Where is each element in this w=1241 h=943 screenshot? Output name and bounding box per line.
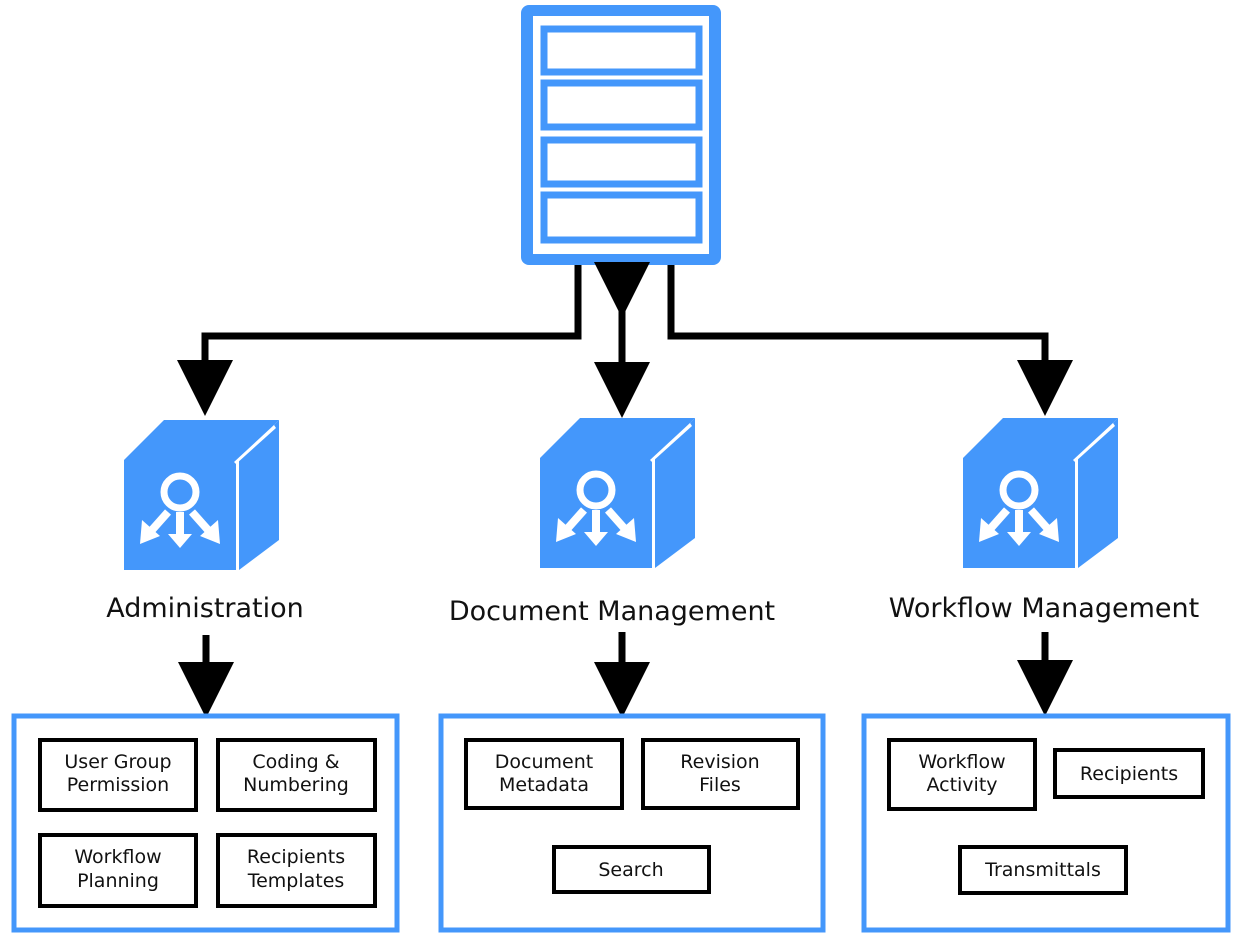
item-label-line2: Planning	[77, 870, 159, 892]
document-management-cube-icon	[540, 418, 695, 568]
item-label-line1: Recipients	[1080, 763, 1178, 785]
item-label-line1: Search	[598, 859, 663, 881]
administration-item-workflow-planning: Workflow Planning	[38, 833, 198, 908]
connector-to-workflow-management	[667, 265, 1073, 416]
item-label-line1: Recipients	[247, 846, 345, 868]
document-management-title: Document Management	[449, 596, 775, 627]
workflow-management-item-recipients: Recipients	[1053, 748, 1205, 799]
administration-cube-icon	[124, 420, 279, 570]
document-management-item-search: Search	[552, 845, 711, 894]
item-label-line1: Coding &	[252, 751, 339, 773]
item-label-line1: User Group	[64, 751, 171, 773]
item-label-line1: Revision	[680, 751, 759, 773]
administration-item-recipients-templates: Recipients Templates	[216, 833, 377, 908]
administration-item-coding-numbering: Coding & Numbering	[216, 738, 377, 812]
server-rack-icon	[521, 5, 721, 265]
workflow-management-cube-icon	[963, 418, 1118, 568]
document-management-item-revision-files: Revision Files	[641, 738, 800, 810]
administration-title: Administration	[106, 593, 304, 624]
item-label-line2: Numbering	[243, 774, 349, 796]
workflow-management-title: Workflow Management	[889, 593, 1199, 624]
administration-item-user-group-permission: User Group Permission	[38, 738, 198, 812]
item-label-line2: Metadata	[499, 774, 589, 796]
connector-to-administration	[177, 265, 582, 416]
item-label-line1: Workflow	[74, 846, 161, 868]
item-label-line2: Activity	[926, 774, 997, 796]
document-management-item-document-metadata: Document Metadata	[464, 738, 624, 810]
item-label-line2: Files	[699, 774, 741, 796]
workflow-management-item-transmittals: Transmittals	[958, 845, 1128, 895]
item-label-line1: Document	[495, 751, 593, 773]
workflow-management-item-workflow-activity: Workflow Activity	[887, 738, 1037, 811]
item-label-line2: Permission	[67, 774, 169, 796]
item-label-line1: Transmittals	[984, 859, 1101, 881]
item-label-line1: Workflow	[918, 751, 1005, 773]
item-label-line2: Templates	[247, 870, 345, 892]
